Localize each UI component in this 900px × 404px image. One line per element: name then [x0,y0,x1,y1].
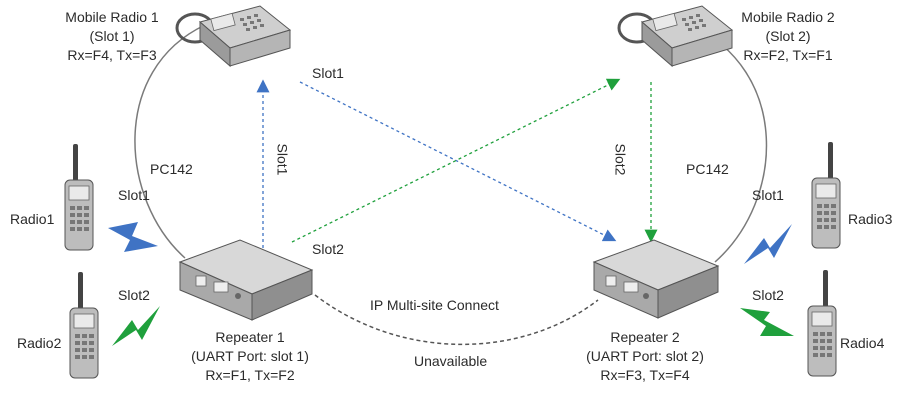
repeater-1-port: (UART Port: slot 1) [191,348,309,364]
ip-status-label: Unavailable [414,353,488,369]
repeater-2-freq: Rx=F3, Tx=F4 [600,367,690,383]
lightning-radio1-blue-icon [108,222,158,252]
repeater-1-icon [178,239,314,321]
mobile-radio-1-slot: (Slot 1) [89,28,135,44]
radio1-label: Radio1 [10,211,55,227]
mobile-radio-2-label: Mobile Radio 2 (Slot 2) Rx=F2, Tx=F1 [718,8,858,65]
slot2-mid-label: Slot2 [312,241,344,257]
slot2-vertical-label: Slot2 [612,143,629,176]
pc142-left-label: PC142 [150,161,193,177]
pc142-cable-left [134,24,206,259]
repeater-2-icon [592,239,720,319]
repeater-1-freq: Rx=F1, Tx=F2 [205,367,295,383]
lightning-radio2-green-icon [112,306,160,346]
radio2-handheld-icon [69,272,99,379]
slot1-cross-arrow [299,81,617,242]
mobile-radio-2-freq: Rx=F2, Tx=F1 [743,47,833,63]
lightning-radio3-blue-icon [744,224,792,264]
slot1-left-label: Slot1 [118,187,150,203]
mobile-radio-1-label: Mobile Radio 1 (Slot 1) Rx=F4, Tx=F3 [42,8,182,65]
repeater-1-name: Repeater 1 [215,329,285,345]
repeater-2-label: Repeater 2 (UART Port: slot 2) Rx=F3, Tx… [560,328,730,385]
slot1-right-label: Slot1 [752,187,784,203]
repeater-2-name: Repeater 2 [610,329,680,345]
slot1-vertical-label: Slot1 [274,143,291,176]
slot1-top-label: Slot1 [312,65,344,81]
mobile-radio-1-icon [175,5,292,68]
radio4-handheld-icon [807,270,837,377]
mobile-radio-2-icon [617,5,734,68]
pc142-right-label: PC142 [686,161,729,177]
radio3-label: Radio3 [848,211,893,227]
slot2-cross-arrow [291,78,621,243]
radio1-handheld-icon [64,144,94,251]
ip-multisite-label: IP Multi-site Connect [370,297,499,313]
mobile-radio-1-name: Mobile Radio 1 [65,9,159,25]
repeater-1-label: Repeater 1 (UART Port: slot 1) Rx=F1, Tx… [170,328,330,385]
mobile-radio-1-freq: Rx=F4, Tx=F3 [67,47,157,63]
radio4-label: Radio4 [840,335,885,351]
lightning-radio4-green-icon [740,308,794,336]
ip-link-arc [314,294,599,346]
slot2-right-label: Slot2 [752,287,784,303]
mobile-radio-2-name: Mobile Radio 2 [741,9,835,25]
slot2-left-label: Slot2 [118,287,150,303]
repeater-2-port: (UART Port: slot 2) [586,348,704,364]
mobile-radio-2-slot: (Slot 2) [765,28,811,44]
radio3-handheld-icon [811,142,841,249]
radio2-label: Radio2 [17,335,62,351]
